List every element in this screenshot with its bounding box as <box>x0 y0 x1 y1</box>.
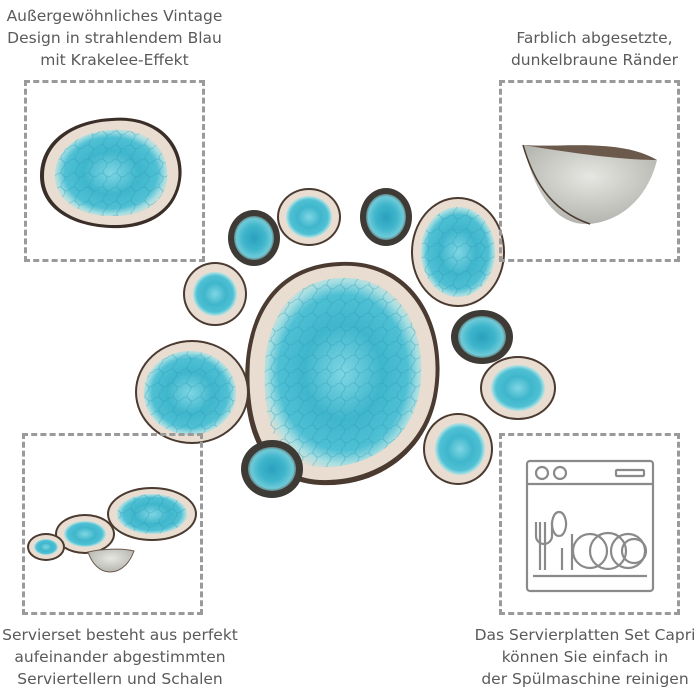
caption-line: der Spülmaschine reinigen <box>481 670 689 688</box>
frame-top-right <box>499 80 680 262</box>
caption-line: dunkelbraune Ränder <box>510 51 679 69</box>
small-plate <box>277 188 341 246</box>
large-plate <box>245 261 440 486</box>
plate-right-top <box>411 197 505 307</box>
small-plate <box>480 356 556 420</box>
caption-brown-rims: Farblich abgesetzte, dunkelbraune Ränder <box>492 27 697 71</box>
small-bowl <box>360 188 412 246</box>
caption-line: Außergewöhnliches Vintage <box>6 7 223 25</box>
caption-line: aufeinander abgestimmten <box>14 648 226 666</box>
small-bowl <box>228 210 280 266</box>
small-plate <box>423 413 493 485</box>
dishwasher-icon <box>525 459 655 593</box>
caption-line: Farblich abgesetzte, <box>516 29 673 47</box>
detail-bowl-grey <box>522 144 657 225</box>
frame-bottom-right <box>499 433 680 615</box>
caption-line: Das Servierplatten Set Capri <box>474 626 696 644</box>
frame-top-left <box>24 80 205 262</box>
small-bowl <box>241 440 303 498</box>
caption-line: Serviertellern und Schalen <box>17 670 223 688</box>
caption-line: mit Krakelee-Effekt <box>40 51 189 69</box>
frame-bottom-left <box>22 433 203 615</box>
detail-plate-blue <box>40 117 182 229</box>
caption-vintage-design: Außergewöhnliches Vintage Design in stra… <box>2 5 227 71</box>
plate-left-middle <box>135 340 249 444</box>
caption-line: Design in strahlendem Blau <box>7 29 222 47</box>
small-bowl <box>451 310 513 364</box>
detail-serving-set <box>27 487 197 573</box>
caption-line: Servierset besteht aus perfekt <box>2 626 238 644</box>
caption-serving-set: Servierset besteht aus perfekt aufeinand… <box>0 624 240 690</box>
caption-dishwasher: Das Servierplatten Set Capri können Sie … <box>470 624 700 690</box>
small-plate <box>183 262 247 326</box>
caption-line: können Sie einfach in <box>501 648 669 666</box>
